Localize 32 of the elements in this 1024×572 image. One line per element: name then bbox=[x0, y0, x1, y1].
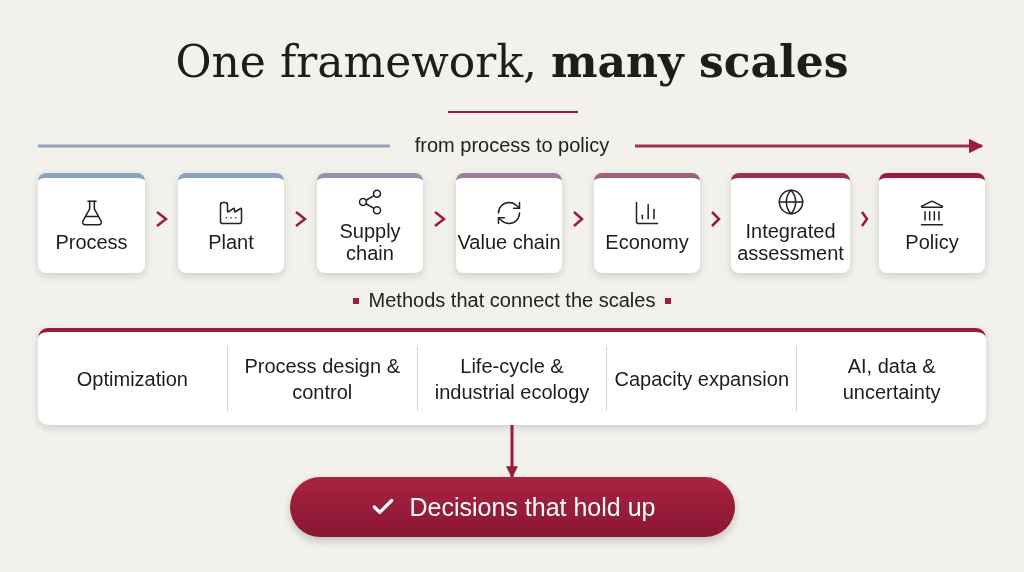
scale-label: Process bbox=[55, 230, 128, 253]
chevron-arrow bbox=[156, 211, 169, 227]
scale-card bbox=[317, 173, 423, 273]
chevron-arrow bbox=[711, 211, 721, 227]
scale-label: Supply chain bbox=[338, 219, 402, 264]
scale-card bbox=[594, 173, 700, 273]
scale-card bbox=[879, 173, 985, 273]
method-label: Optimization bbox=[76, 366, 188, 392]
direction-label: from process to policy bbox=[414, 134, 610, 157]
scale-label: Economy bbox=[605, 230, 689, 253]
scale-card bbox=[731, 173, 850, 273]
scale-card bbox=[38, 173, 145, 273]
methods-panel bbox=[38, 328, 986, 425]
title: One framework, many scales bbox=[175, 36, 849, 87]
method-label: AI, data & uncertainty bbox=[841, 353, 942, 405]
chevron-arrow bbox=[295, 211, 308, 227]
method-label: Process design & control bbox=[243, 353, 401, 405]
chevron-arrow bbox=[573, 211, 584, 227]
method-label: Life-cycle & industrial ecology bbox=[433, 353, 591, 405]
scale-label: Plant bbox=[208, 230, 254, 253]
scale-label: Policy bbox=[905, 230, 959, 253]
pill-label: Decisions that hold up bbox=[409, 492, 656, 522]
scale-label: Integrated assessment bbox=[736, 219, 845, 264]
scale-card bbox=[456, 173, 562, 273]
chevron-arrow bbox=[861, 211, 869, 227]
scale-label: Value chain bbox=[457, 230, 561, 253]
scale-card bbox=[178, 173, 284, 273]
arrow bbox=[506, 425, 518, 479]
chevron-arrow bbox=[434, 211, 447, 227]
panel-heading: Methods that connect the scales bbox=[368, 289, 656, 312]
method-label: Capacity expansion bbox=[614, 366, 790, 392]
decision-pill bbox=[290, 477, 735, 537]
